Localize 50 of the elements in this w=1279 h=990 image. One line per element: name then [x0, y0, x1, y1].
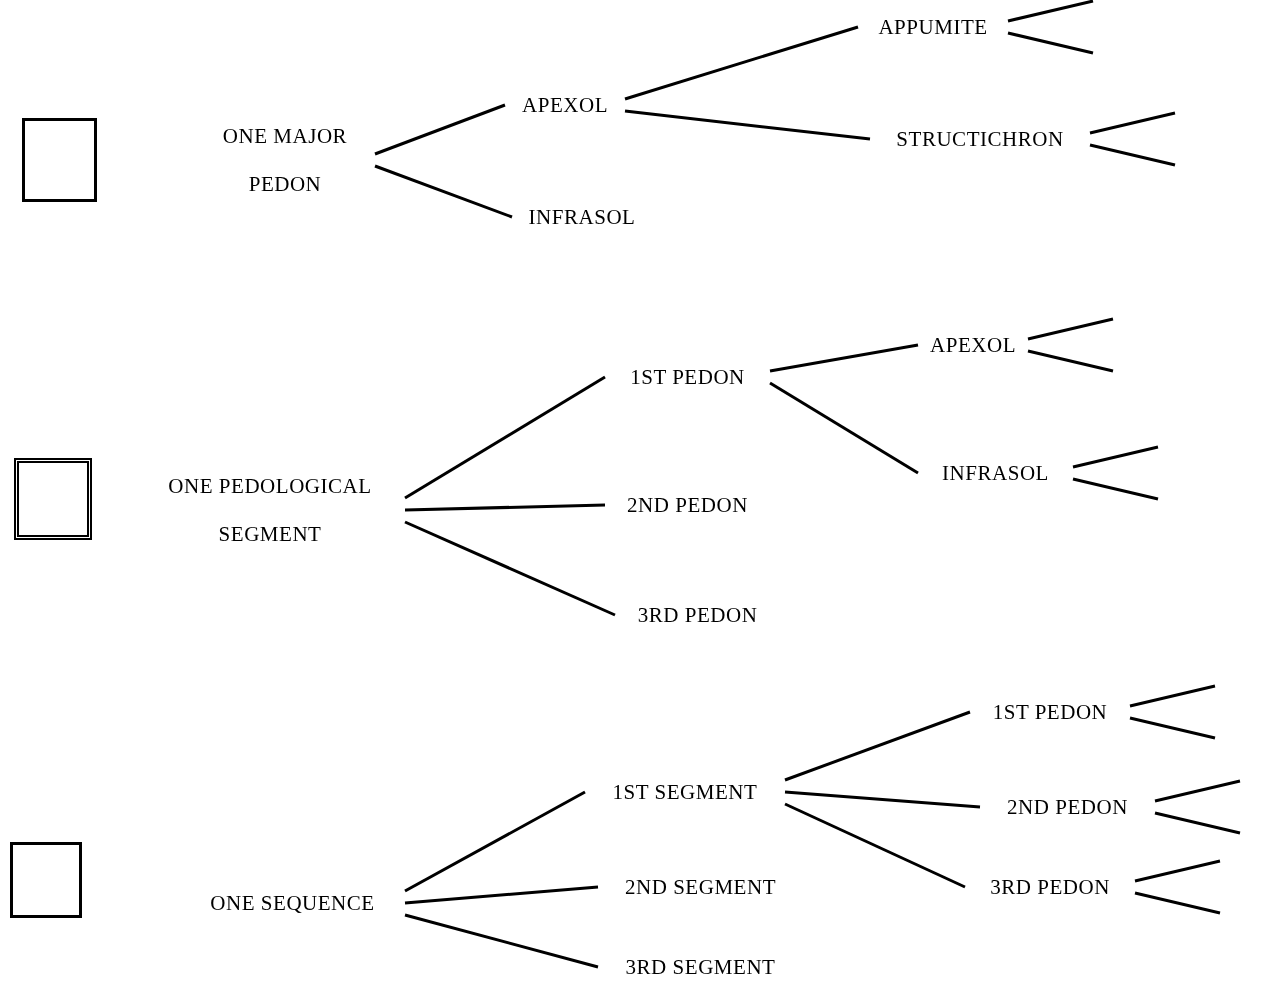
connector-line	[624, 25, 859, 101]
node-label: APEXOL	[522, 92, 608, 119]
node-label: APPUMITE	[878, 14, 988, 41]
empty-square	[14, 458, 92, 540]
node-label: 1ST PEDON	[992, 699, 1108, 726]
connector-line	[1089, 111, 1176, 135]
connector-line	[1089, 143, 1176, 167]
connector-line	[1072, 445, 1159, 469]
node-label: 2ND PEDON	[1007, 794, 1128, 821]
empty-square	[10, 842, 82, 918]
node-label: 3RD SEGMENT	[625, 954, 776, 981]
connector-line	[1129, 684, 1216, 708]
connector-line	[1027, 317, 1114, 341]
connector-line	[404, 885, 599, 905]
connector-line	[1134, 891, 1221, 915]
node-label: ONE SEQUENCE	[210, 890, 375, 917]
connector-line	[404, 913, 599, 969]
connector-line	[404, 503, 606, 512]
connector-line	[1134, 859, 1221, 883]
connector-line	[769, 343, 919, 373]
node-label: INFRASOL	[942, 460, 1049, 487]
connector-line	[1154, 811, 1241, 835]
connector-line	[1007, 31, 1094, 55]
connector-line	[784, 802, 966, 889]
connector-line	[784, 790, 981, 809]
connector-line	[404, 790, 586, 893]
node-label: 2ND PEDON	[627, 492, 748, 519]
connector-line	[624, 109, 871, 141]
node-label: 1ST PEDON	[630, 364, 745, 391]
connector-line	[1027, 349, 1114, 373]
connector-line	[1072, 477, 1159, 501]
connector-line	[1154, 779, 1241, 803]
node-label: INFRASOL	[528, 204, 636, 231]
connector-line	[769, 381, 919, 475]
connector-line	[404, 375, 606, 500]
node-label: 3RD PEDON	[637, 602, 758, 629]
connector-line	[404, 520, 616, 617]
node-label: ONE MAJOR PEDON	[221, 123, 349, 198]
node-label: STRUCTICHRON	[896, 126, 1064, 153]
node-label: 2ND SEGMENT	[625, 874, 776, 901]
node-label: APEXOL	[930, 332, 1016, 359]
connector-line	[1129, 716, 1216, 740]
connector-line	[374, 164, 513, 219]
node-label: 3RD PEDON	[990, 874, 1110, 901]
connector-line	[374, 103, 506, 156]
node-label: 1ST SEGMENT	[612, 779, 758, 806]
connector-line	[1007, 0, 1094, 23]
node-label: ONE PEDOLOGICAL SEGMENT	[167, 473, 373, 548]
connector-line	[784, 710, 971, 782]
empty-square	[22, 118, 97, 202]
